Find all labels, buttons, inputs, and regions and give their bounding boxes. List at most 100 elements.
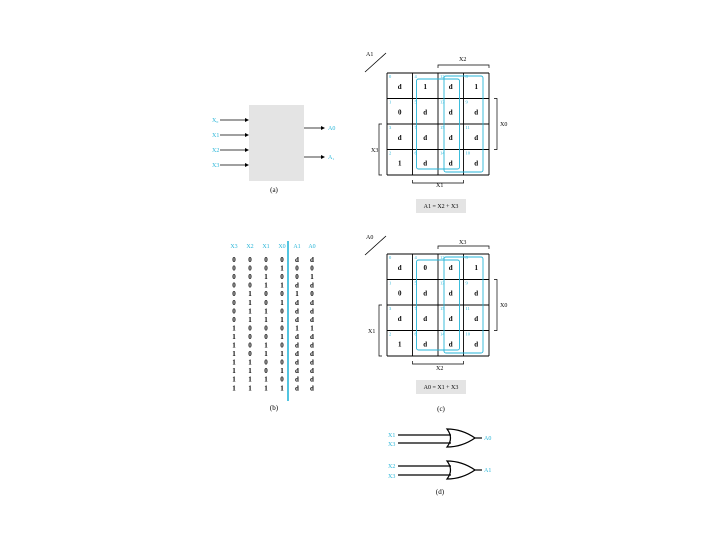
truth-table-cell: d	[295, 282, 299, 290]
kmap-a1-cell-index: 1	[389, 100, 391, 105]
truth-table-cell: 1	[248, 299, 252, 307]
equation-a1: A1 = X2 + X3	[424, 204, 459, 210]
truth-table-cell: d	[295, 359, 299, 367]
kmap-a0-cell-index: 3	[389, 306, 392, 311]
kmap-a0-var-left: X1	[368, 329, 375, 335]
truth-table-cell: 1	[248, 316, 252, 324]
kmap-a1-cell-index: 0	[389, 74, 392, 79]
truth-table-cell: 0	[264, 290, 268, 298]
truth-table-cell: d	[310, 376, 314, 384]
kmap-a1-cell-value: d	[449, 108, 453, 116]
truth-table-cell: 1	[295, 290, 299, 298]
kmap-a1-cell-value: d	[423, 134, 427, 142]
kmap-a0-cell-value: 1	[475, 264, 479, 272]
kmap-a0-cell-value: d	[423, 315, 427, 323]
truth-table-cell: 1	[280, 367, 284, 375]
truth-table-cell: 1	[232, 333, 236, 341]
truth-table-cell: 0	[264, 359, 268, 367]
truth-table-cell: 0	[264, 324, 268, 332]
truth-table-cell: 0	[295, 273, 299, 281]
truth-table-cell: 0	[232, 273, 236, 281]
truth-table-cell: 0	[248, 256, 252, 264]
truth-table-header: X0	[278, 244, 285, 250]
truth-table-cell: 0	[295, 265, 299, 273]
kmap-a1-cell-index: 2	[389, 151, 391, 156]
caption-b: (b)	[270, 404, 279, 412]
kmap-a0-var-bottom: X2	[436, 366, 443, 372]
kmap-a1-cell-value: 1	[424, 83, 428, 91]
truth-table-cell: 0	[248, 333, 252, 341]
truth-table-cell: 0	[280, 342, 284, 350]
kmap-a1-var-top: X2	[459, 57, 466, 63]
kmap-a1-cell-index: 6	[415, 151, 418, 156]
block-input-x0: X₀	[212, 118, 218, 124]
kmap-a0-group-loop	[416, 259, 460, 351]
kmap-a1-cell-index: 7	[415, 125, 418, 130]
truth-table-cell: 0	[264, 367, 268, 375]
kmap-a1-cell-value: 1	[398, 159, 402, 167]
truth-table-cell: d	[310, 316, 314, 324]
kmap-a0-cell-value: d	[423, 289, 427, 297]
kmap-a0-cell-value: d	[474, 315, 478, 323]
truth-table-cell: 1	[232, 367, 236, 375]
kmap-a1-cell-value: d	[398, 83, 402, 91]
kmap-a0-cell-value: d	[474, 289, 478, 297]
truth-table-cell: d	[310, 299, 314, 307]
gate1-output-a0: A0	[484, 436, 491, 442]
truth-table-cell: 0	[280, 256, 284, 264]
kmap-a1-cell-value: d	[449, 134, 453, 142]
truth-table-cell: 1	[280, 384, 284, 392]
truth-table-cell: 1	[248, 367, 252, 375]
truth-table-cell: 0	[264, 265, 268, 273]
truth-table-cell: 0	[248, 342, 252, 350]
kmap-a1-corner-slash	[364, 52, 387, 73]
truth-table-cell: d	[310, 342, 314, 350]
kmap-a0-cell-index: 15	[440, 306, 445, 311]
or-gate-2	[445, 460, 477, 480]
truth-table-cell: d	[295, 367, 299, 375]
kmap-a0-cell-value: d	[449, 264, 453, 272]
truth-table-cell: d	[295, 350, 299, 358]
kmap-a1-bracket-right	[494, 98, 498, 150]
kmap-a1-cell-value: 0	[398, 108, 402, 116]
kmap-a0-cell-value: d	[398, 315, 402, 323]
kmap-a1-cell-value: d	[423, 108, 427, 116]
block-input-x3: X3	[212, 163, 219, 169]
truth-table-cell: 1	[310, 324, 314, 332]
kmap-a1-cell-index: 13	[440, 100, 445, 105]
gate1-input-x3: X3	[388, 442, 395, 448]
kmap-a0-corner-label: A0	[366, 235, 373, 241]
kmap-a1: A1 X2 X0 X3 X1 0d4112d81105d13d9d3d7d15d…	[364, 52, 507, 189]
truth-table-cell: 0	[232, 299, 236, 307]
kmap-a1-bracket-bottom	[412, 180, 464, 184]
truth-table-cell: d	[295, 376, 299, 384]
block-output-a1: A₁	[328, 155, 334, 161]
kmap-a0-cell-index: 11	[466, 306, 470, 311]
truth-table-cell: 1	[264, 307, 268, 315]
equation-a0: A0 = X1 + X3	[424, 385, 459, 391]
kmap-a0-cell-index: 6	[415, 332, 418, 337]
kmap-a0-corner-slash	[364, 235, 387, 256]
kmap-a1-cell-index: 8	[466, 74, 469, 79]
kmap-a0-cell-index: 12	[440, 255, 445, 260]
truth-table-cell: 1	[310, 273, 314, 281]
kmap-a1-cell-index: 10	[466, 151, 471, 156]
caption-c: (c)	[437, 405, 445, 413]
kmap-a1-cell-index: 11	[466, 125, 470, 130]
kmap-a1-cell-value: d	[398, 134, 402, 142]
truth-table-cell: 1	[264, 384, 268, 392]
truth-table-cell: 1	[248, 307, 252, 315]
truth-table-cell: 0	[280, 324, 284, 332]
truth-table-cell: 0	[232, 265, 236, 273]
truth-table-cell: 0	[232, 282, 236, 290]
truth-table-header: A0	[308, 244, 315, 250]
truth-table-cell: 1	[232, 324, 236, 332]
gate2-output-a1: A1	[484, 468, 491, 474]
truth-table-cell: 1	[264, 376, 268, 384]
truth-table-cell: 0	[248, 324, 252, 332]
caption-a: (a)	[270, 186, 278, 194]
truth-table-cell: 1	[280, 265, 284, 273]
truth-table-cell: 1	[280, 282, 284, 290]
kmap-a0-cell-value: d	[449, 340, 453, 348]
